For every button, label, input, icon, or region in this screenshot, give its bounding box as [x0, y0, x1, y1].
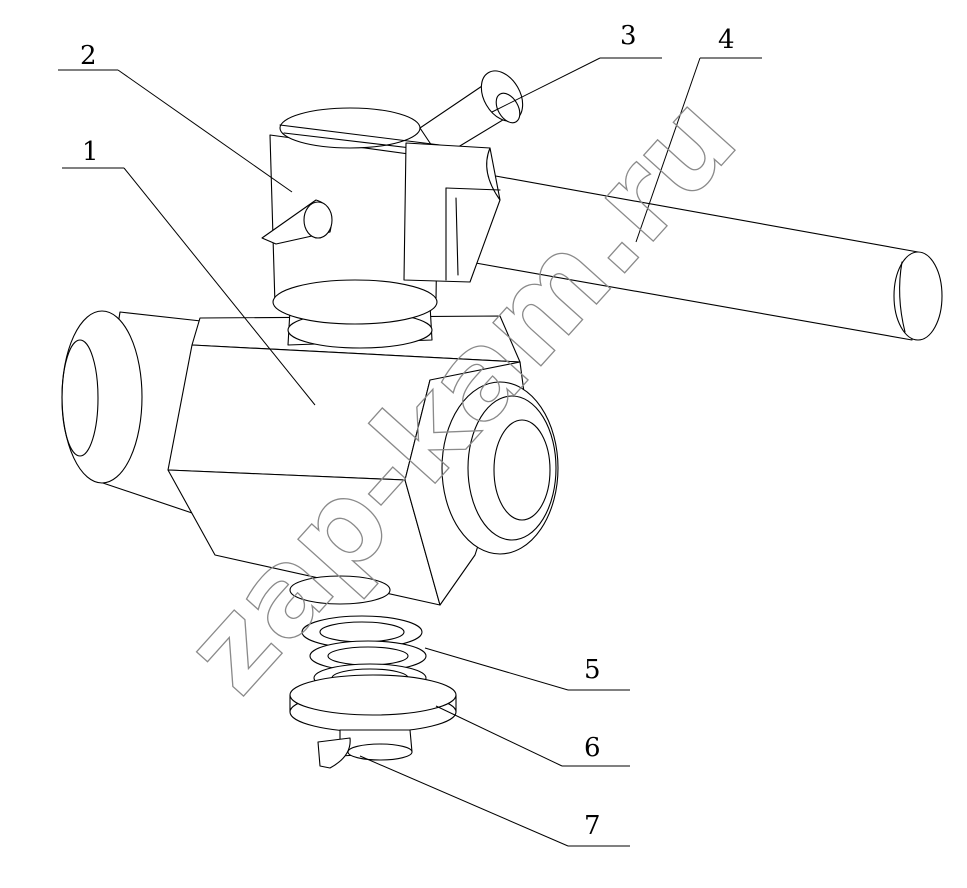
callout-5: 5: [584, 655, 601, 685]
right-port: [441, 381, 559, 555]
top-screw: [419, 70, 524, 159]
callout-4: 4: [718, 25, 735, 55]
callout-3: 3: [620, 21, 637, 51]
callout-1: 1: [82, 137, 99, 167]
handle-rod: [469, 174, 943, 341]
callout-2: 2: [80, 41, 97, 71]
cylinder-head: [261, 107, 501, 325]
washer: [289, 674, 457, 733]
bottom-pin: [317, 729, 413, 769]
spring: [289, 575, 427, 693]
callout-7: 7: [584, 811, 601, 841]
leader-lines: [58, 57, 762, 847]
callout-6: 6: [584, 733, 601, 763]
